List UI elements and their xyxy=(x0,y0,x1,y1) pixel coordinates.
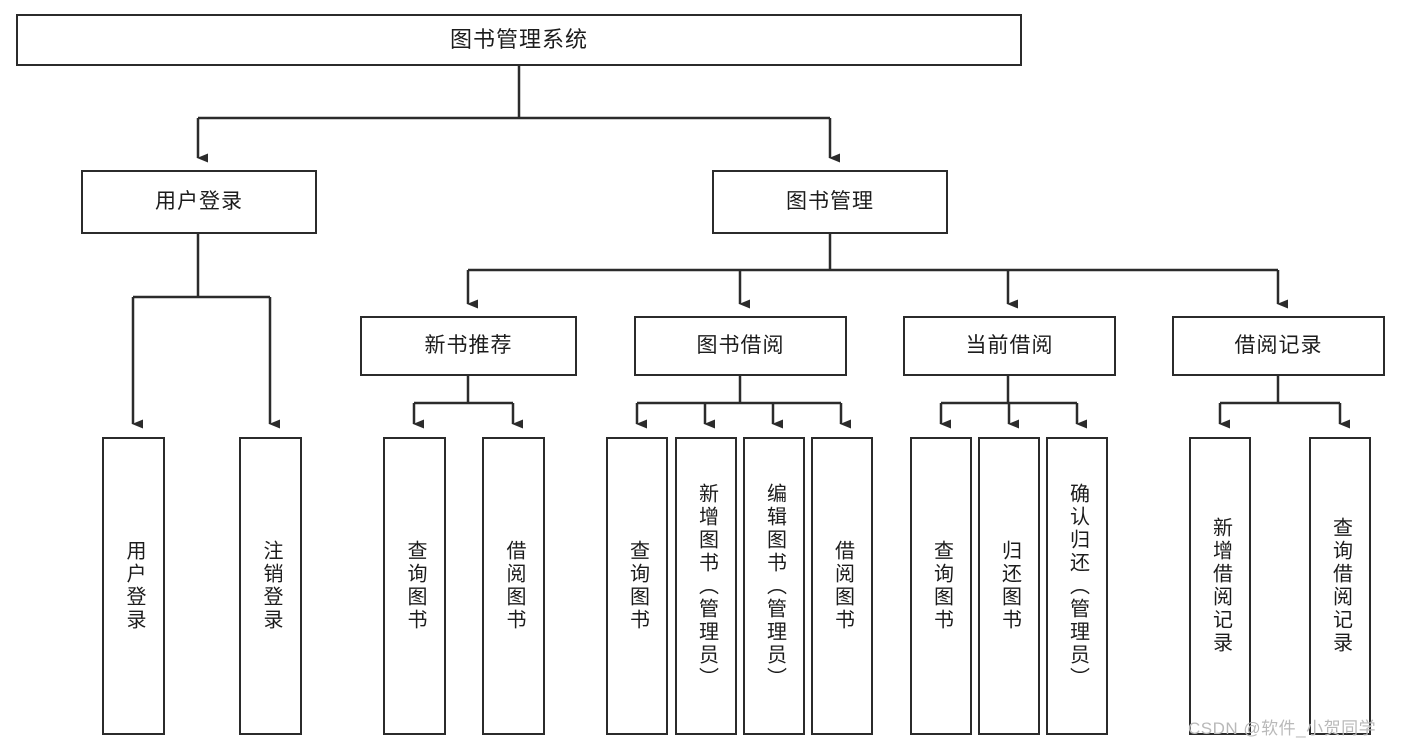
leaf-user-login-logout[interactable]: 注销登录 xyxy=(239,437,302,735)
leaf-book-borrow-query[interactable]: 查询图书 xyxy=(606,437,668,735)
node-user-login[interactable]: 用户登录 xyxy=(81,170,317,234)
leaf-user-login-login[interactable]: 用户登录 xyxy=(102,437,165,735)
node-book-management[interactable]: 图书管理 xyxy=(712,170,948,234)
leaf-borrow-record-query[interactable]: 查询借阅记录 xyxy=(1309,437,1371,735)
leaf-current-borrow-query[interactable]: 查询图书 xyxy=(910,437,972,735)
node-new-book-recommend-label: 新书推荐 xyxy=(424,334,513,358)
leaf-borrow-record-add[interactable]: 新增借阅记录 xyxy=(1189,437,1251,735)
leaf-current-borrow-confirm[interactable]: 确认归还（管理员） xyxy=(1046,437,1108,735)
leaf-book-borrow-query-label: 查询图书 xyxy=(626,540,649,632)
leaf-current-borrow-confirm-label: 确认归还（管理员） xyxy=(1066,482,1089,690)
leaf-borrow-record-query-label: 查询借阅记录 xyxy=(1329,517,1352,655)
leaf-current-borrow-return-label: 归还图书 xyxy=(998,540,1021,632)
leaf-book-borrow-edit-label: 编辑图书（管理员） xyxy=(763,482,786,690)
node-current-borrow-label: 当前借阅 xyxy=(965,334,1054,358)
watermark: CSDN @软件_小贺同学 xyxy=(1188,719,1377,738)
node-new-book-recommend[interactable]: 新书推荐 xyxy=(360,316,577,376)
leaf-user-login-login-label: 用户登录 xyxy=(123,540,145,632)
leaf-book-borrow-edit[interactable]: 编辑图书（管理员） xyxy=(743,437,805,735)
leaf-current-borrow-return[interactable]: 归还图书 xyxy=(978,437,1040,735)
leaf-user-login-logout-label: 注销登录 xyxy=(260,540,282,632)
leaf-book-borrow-add-label: 新增图书（管理员） xyxy=(695,482,718,690)
node-book-management-label: 图书管理 xyxy=(786,190,874,214)
leaf-new-book-query-label: 查询图书 xyxy=(404,540,426,632)
node-root-label: 图书管理系统 xyxy=(449,26,588,52)
node-borrow-record-label: 借阅记录 xyxy=(1234,334,1323,358)
leaf-new-book-borrow[interactable]: 借阅图书 xyxy=(482,437,545,735)
leaf-borrow-record-add-label: 新增借阅记录 xyxy=(1209,517,1232,655)
node-book-borrow-label: 图书借阅 xyxy=(696,334,785,358)
leaf-new-book-query[interactable]: 查询图书 xyxy=(383,437,446,735)
node-current-borrow[interactable]: 当前借阅 xyxy=(903,316,1116,376)
node-user-login-label: 用户登录 xyxy=(155,190,243,214)
leaf-new-book-borrow-label: 借阅图书 xyxy=(503,540,525,632)
leaf-book-borrow-borrow[interactable]: 借阅图书 xyxy=(811,437,873,735)
leaf-current-borrow-query-label: 查询图书 xyxy=(930,540,953,632)
node-book-borrow[interactable]: 图书借阅 xyxy=(634,316,847,376)
node-borrow-record[interactable]: 借阅记录 xyxy=(1172,316,1385,376)
leaf-book-borrow-add[interactable]: 新增图书（管理员） xyxy=(675,437,737,735)
node-root[interactable]: 图书管理系统 xyxy=(16,14,1022,66)
leaf-book-borrow-borrow-label: 借阅图书 xyxy=(831,540,854,632)
